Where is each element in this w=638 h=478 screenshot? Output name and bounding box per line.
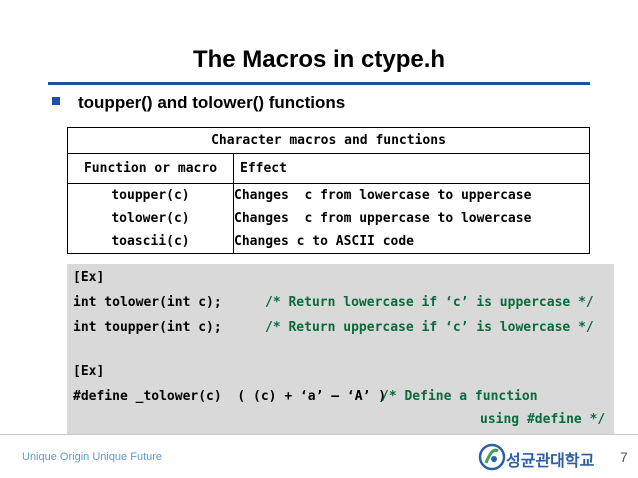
example-label: [Ex]	[73, 364, 105, 379]
square-bullet-icon	[52, 97, 60, 105]
slide-title: The Macros in ctype.h	[192, 46, 446, 73]
function-item: toupper(c)	[111, 188, 190, 203]
code-line-comment: /* Return lowercase if ‘c’ is uppercase …	[265, 295, 594, 310]
university-logo: 성균관대학교	[478, 443, 616, 471]
logo-text: 성균관대학교	[506, 451, 595, 470]
effect-item: Changes c from lowercase to uppercase	[234, 188, 532, 203]
footer-tagline: Unique Origin Unique Future	[22, 451, 163, 463]
code-example-box: [Ex] int tolower(int c); /* Return lower…	[67, 264, 614, 434]
code-line-comment: using #define */	[480, 412, 606, 427]
effect-cell: Changes c from lowercase to uppercase Ch…	[233, 183, 590, 254]
code-line-comment: /* Define a function	[381, 389, 538, 404]
page-number: 7	[620, 449, 628, 465]
code-line-code: #define _tolower(c) ( (c) + ‘a’ – ‘A’ )	[73, 389, 387, 404]
table-caption: Character macros and functions	[67, 127, 590, 154]
example-label: [Ex]	[73, 270, 105, 285]
code-line-code: int tolower(int c);	[73, 295, 222, 310]
bullet-item: toupper() and tolower() functions	[52, 93, 345, 113]
footer-divider	[0, 434, 638, 435]
column-header-effect: Effect	[233, 153, 590, 184]
effect-item: Changes c to ASCII code	[234, 234, 415, 249]
title-underline	[48, 82, 590, 85]
macros-table: Character macros and functions Function …	[67, 127, 590, 254]
function-item: tolower(c)	[111, 211, 190, 226]
code-line-code: int toupper(int c);	[73, 320, 222, 335]
column-header-function: Function or macro	[67, 153, 234, 184]
effect-item: Changes c from uppercase to lowercase	[234, 211, 532, 226]
function-item: toascii(c)	[111, 234, 190, 249]
function-cell: toupper(c) tolower(c) toascii(c)	[67, 183, 234, 254]
code-line-comment: /* Return uppercase if ‘c’ is lowercase …	[265, 320, 594, 335]
skku-emblem-icon	[478, 443, 506, 471]
bullet-text: toupper() and tolower() functions	[78, 93, 346, 112]
